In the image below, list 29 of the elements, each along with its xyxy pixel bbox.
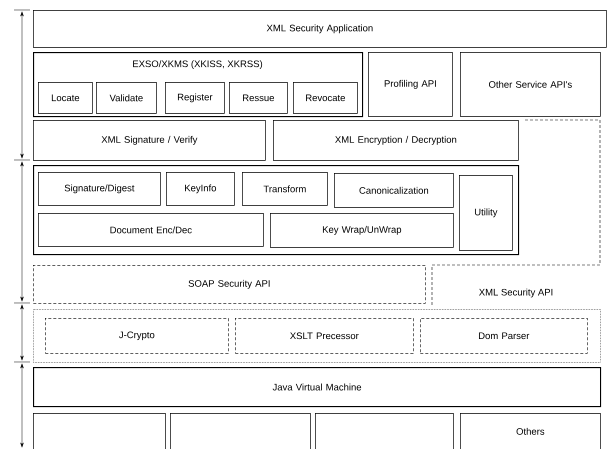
empty-box xyxy=(33,165,520,256)
empty-box xyxy=(315,412,454,449)
module-box: Ressue xyxy=(229,82,288,114)
module-box: XSLT Precessor xyxy=(235,318,414,354)
module-box: Revocate xyxy=(293,82,358,114)
module-box: J-Crypto xyxy=(45,318,229,354)
layer-box: XML Signature / Verify xyxy=(33,120,266,161)
module-box: Signature/Digest xyxy=(38,172,161,206)
layer-box: XML Security Application xyxy=(33,10,607,48)
layer-box: Java Virtual Machine xyxy=(33,367,602,408)
module-box: Locate xyxy=(38,82,93,114)
empty-box xyxy=(170,412,311,449)
module-box: KeyInfo xyxy=(166,172,235,206)
module-box: Utility xyxy=(459,175,513,251)
module-box: Document Enc/Dec xyxy=(38,213,264,247)
module-box: Register xyxy=(165,82,225,114)
api-box: Other Service API's xyxy=(460,52,601,117)
empty-box xyxy=(33,412,166,449)
api-box: Profiling API xyxy=(368,52,453,117)
empty-box xyxy=(33,309,601,363)
layer-box: SOAP Security API xyxy=(33,265,426,304)
api-region: XML Security API xyxy=(432,264,600,306)
module-box: Key Wrap/UnWrap xyxy=(270,213,454,248)
module-box: Transform xyxy=(242,172,328,206)
platform-box: Others xyxy=(460,412,601,449)
layer-box: XML Encryption / Decryption xyxy=(273,120,519,161)
module-box: Canonicalization xyxy=(334,173,454,208)
module-box: Validate xyxy=(96,82,157,114)
module-box: Dom Parser xyxy=(420,318,588,354)
